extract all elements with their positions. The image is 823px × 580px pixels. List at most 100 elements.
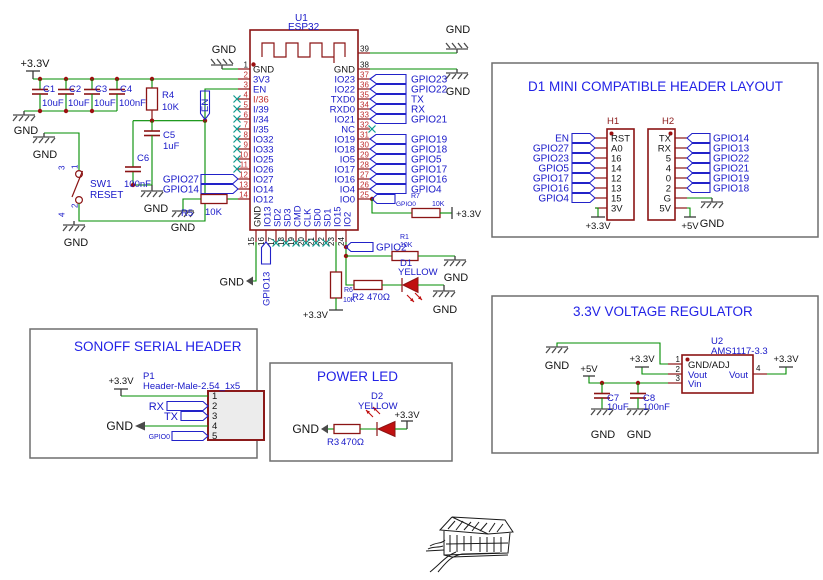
- svg-text:GPIO27: GPIO27: [533, 144, 570, 155]
- svg-text:20: 20: [297, 237, 306, 246]
- svg-text:37: 37: [360, 71, 369, 80]
- led-d1[interactable]: GND D1 YELLOW: [382, 258, 457, 316]
- svg-text:GPIO2: GPIO2: [376, 243, 407, 254]
- svg-text:5: 5: [212, 431, 217, 442]
- svg-text:21: 21: [307, 237, 316, 246]
- esp32-module[interactable]: U1 ESP32 1 2 3 4 5 6 7 8 9 10 11 12 13: [232, 13, 377, 248]
- svg-text:26: 26: [360, 181, 369, 190]
- h2-flags: GPIO14 GPIO13 GPIO22 GPIO21 GPIO19 GPIO1…: [681, 132, 750, 232]
- resistor-r5[interactable]: GND R5 10K: [171, 193, 238, 235]
- svg-text:R6: R6: [344, 287, 353, 294]
- svg-text:17: 17: [267, 237, 276, 246]
- svg-text:+5V: +5V: [580, 364, 598, 375]
- svg-text:2: 2: [244, 71, 249, 80]
- capacitor-c4[interactable]: C4 100nF: [108, 79, 146, 111]
- gnd-pin38: GND: [370, 68, 470, 98]
- svg-text:IO2: IO2: [343, 212, 354, 227]
- svg-text:3V3: 3V3: [253, 75, 270, 86]
- svg-text:13: 13: [239, 181, 248, 190]
- svg-text:I/35: I/35: [253, 125, 269, 136]
- capacitor-c2[interactable]: C2 10uF: [57, 79, 90, 111]
- capacitor-c7[interactable]: GND C7 10uF: [590, 383, 629, 441]
- svg-text:SD1: SD1: [323, 209, 334, 227]
- svg-text:+3.3V: +3.3V: [585, 221, 611, 232]
- svg-text:G: G: [664, 194, 671, 205]
- svg-text:C4: C4: [120, 84, 132, 95]
- svg-text:+3.3V: +3.3V: [108, 376, 134, 387]
- caps-gnd: GND: [12, 108, 117, 137]
- gpio2-net: GPIO2: [343, 241, 407, 286]
- svg-text:GPIO27: GPIO27: [163, 175, 200, 186]
- svg-text:RX: RX: [658, 144, 672, 155]
- svg-text:GND: GND: [106, 419, 133, 433]
- header-p1[interactable]: P1 Header-Male-2.54_1x5 1 2 3 4 5: [143, 371, 265, 442]
- svg-text:2: 2: [71, 203, 80, 208]
- svg-text:IO32: IO32: [253, 135, 274, 146]
- header-h1[interactable]: H1 RST A0 16 14 12 13 15 3V: [595, 116, 635, 221]
- capacitor-c1[interactable]: C1 10uF: [31, 79, 64, 111]
- svg-text:2: 2: [212, 401, 217, 412]
- svg-text:10uF: 10uF: [68, 98, 90, 109]
- antenna-icon: [261, 42, 346, 63]
- resistor-r2[interactable]: R2 470Ω: [352, 279, 390, 304]
- svg-text:GND: GND: [253, 206, 264, 227]
- svg-text:I/39: I/39: [253, 105, 269, 116]
- svg-text:GPIO14: GPIO14: [163, 185, 200, 196]
- svg-text:C2: C2: [69, 84, 81, 95]
- svg-text:+3.3V: +3.3V: [303, 310, 329, 321]
- svg-text:IO21: IO21: [334, 115, 355, 126]
- svg-text:4: 4: [212, 421, 217, 432]
- capacitor-c5[interactable]: C5 1uF: [143, 120, 180, 185]
- svg-text:+3.3V: +3.3V: [629, 354, 655, 365]
- svg-text:IO4: IO4: [340, 185, 355, 196]
- header-h2[interactable]: H2 TX RX 5 4 0 2 G 5V: [647, 116, 687, 221]
- resistor-r6[interactable]: +3.3V R6 10K: [303, 242, 356, 321]
- led-d2-circuit[interactable]: GND +3.3V D2 YELLOW R3 470Ω: [292, 391, 420, 448]
- capacitor-c6[interactable]: C6 100nF: [124, 153, 151, 190]
- svg-text:R2: R2: [352, 292, 364, 303]
- svg-text:12: 12: [611, 174, 622, 185]
- svg-text:+3.3V: +3.3V: [456, 209, 482, 220]
- svg-text:SD0: SD0: [313, 209, 324, 227]
- gnd-pin1: GND: [210, 44, 238, 70]
- svg-text:SW1: SW1: [90, 179, 112, 190]
- svg-text:31: 31: [360, 131, 369, 140]
- svg-text:10K: 10K: [205, 207, 223, 218]
- vreg-box: 3.3V VOLTAGE REGULATOR: [491, 295, 819, 454]
- svg-text:30: 30: [360, 141, 369, 150]
- svg-text:IO23: IO23: [334, 75, 355, 86]
- svg-text:GPIO13: GPIO13: [713, 144, 750, 155]
- svg-text:10K: 10K: [400, 242, 413, 249]
- svg-text:GPIO21: GPIO21: [411, 115, 448, 126]
- svg-text:SD3: SD3: [283, 209, 294, 227]
- svg-text:C3: C3: [95, 84, 107, 95]
- svg-text:GND: GND: [334, 65, 355, 76]
- capacitor-c3[interactable]: C3 10uF: [83, 79, 116, 111]
- svg-text:TXD0: TXD0: [331, 95, 355, 106]
- svg-text:GND: GND: [292, 422, 319, 436]
- en-flag: EN: [199, 90, 211, 121]
- svg-text:YELLOW: YELLOW: [398, 267, 438, 278]
- svg-text:D1: D1: [400, 258, 412, 269]
- gpio0-pullup[interactable]: GPIO0 +3.3V R7 10K: [369, 193, 482, 220]
- en-net: GND: [130, 88, 238, 215]
- vreg-wiring: GND +3.3V +5V +3.3V: [545, 342, 799, 386]
- svg-text:C1: C1: [43, 84, 55, 95]
- resistor-r4[interactable]: R4 10K: [145, 79, 180, 121]
- svg-text:1: 1: [676, 355, 681, 364]
- capacitor-c8[interactable]: GND C8 100nF: [626, 383, 670, 441]
- svg-text:GND: GND: [700, 218, 725, 230]
- svg-text:GPIO23: GPIO23: [533, 154, 570, 165]
- regulator-u2[interactable]: U2 AMS1117-3.3 GND/ADJ Vout Vin Vout 1 2…: [668, 336, 768, 394]
- svg-text:YELLOW: YELLOW: [358, 401, 398, 412]
- switch-sw1[interactable]: GND GND 1 2 3 4 SW1 RESET: [32, 120, 206, 249]
- svg-text:1: 1: [212, 391, 217, 402]
- svg-text:GND: GND: [545, 360, 570, 372]
- svg-text:GND: GND: [433, 304, 458, 316]
- svg-text:4: 4: [666, 164, 671, 175]
- svg-text:3: 3: [212, 411, 217, 422]
- resistor-r1[interactable]: GND R1 10K: [346, 234, 468, 284]
- svg-text:15: 15: [611, 194, 622, 205]
